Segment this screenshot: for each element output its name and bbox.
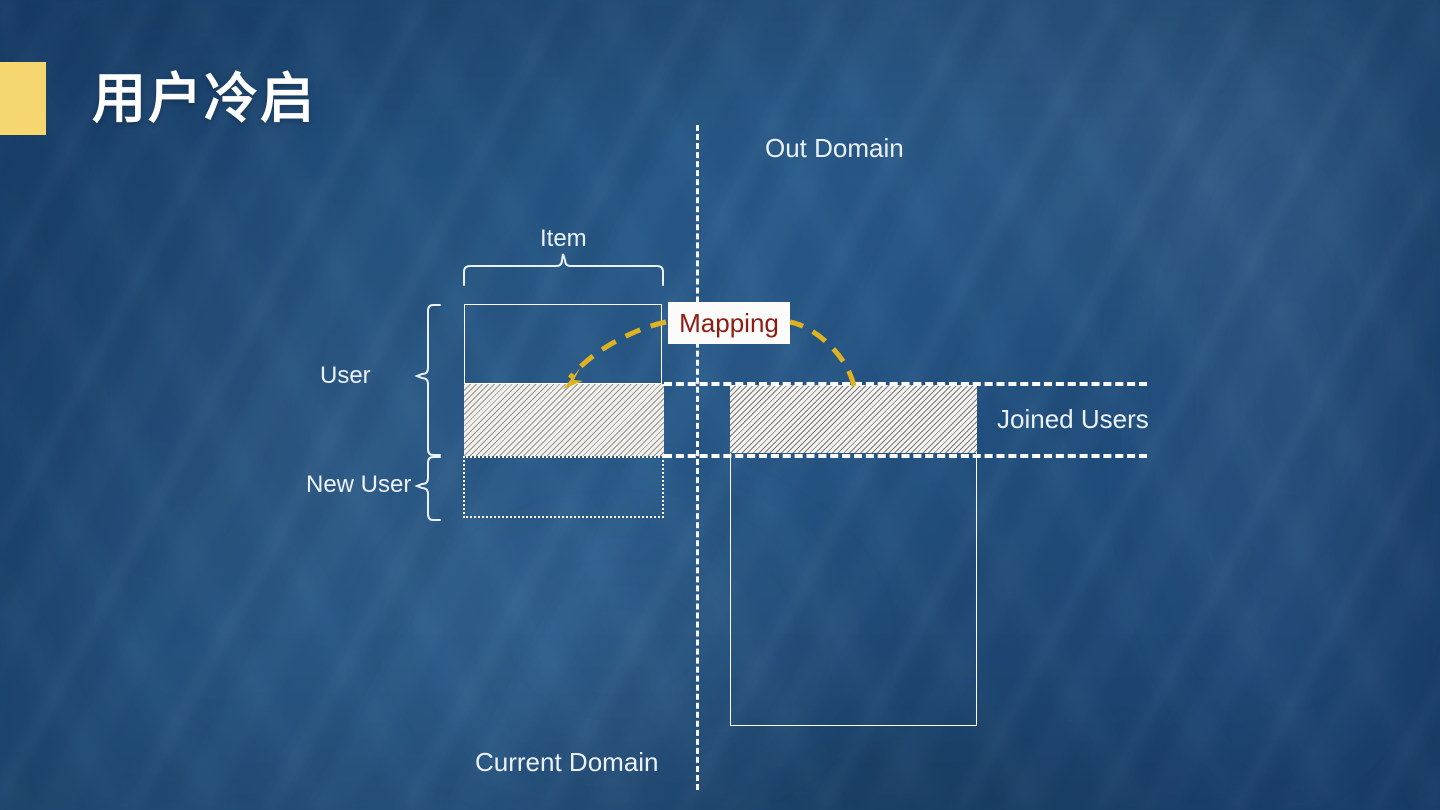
label-joined-users: Joined Users — [997, 404, 1149, 434]
label-user: User — [320, 362, 371, 389]
page-title: 用户冷启 — [92, 69, 316, 129]
joined-users-top-dashed-line — [664, 382, 1147, 386]
label-item: Item — [540, 225, 587, 252]
current-domain-joined-users-hatch — [464, 384, 664, 456]
label-current-domain: Current Domain — [475, 747, 659, 777]
label-out-domain: Out Domain — [765, 133, 904, 163]
current-domain-item-user-box — [464, 304, 662, 384]
title-accent-square — [0, 62, 46, 135]
joined-users-bottom-dashed-line — [664, 454, 1147, 458]
label-new-user: New User — [306, 471, 412, 498]
new-user-brace — [414, 456, 441, 521]
user-brace — [414, 304, 441, 456]
mapping-label: Mapping — [668, 302, 790, 344]
out-domain-box — [730, 453, 977, 726]
item-brace — [463, 253, 664, 286]
out-domain-joined-users-hatch — [730, 385, 977, 453]
current-domain-new-user-box — [463, 456, 664, 518]
